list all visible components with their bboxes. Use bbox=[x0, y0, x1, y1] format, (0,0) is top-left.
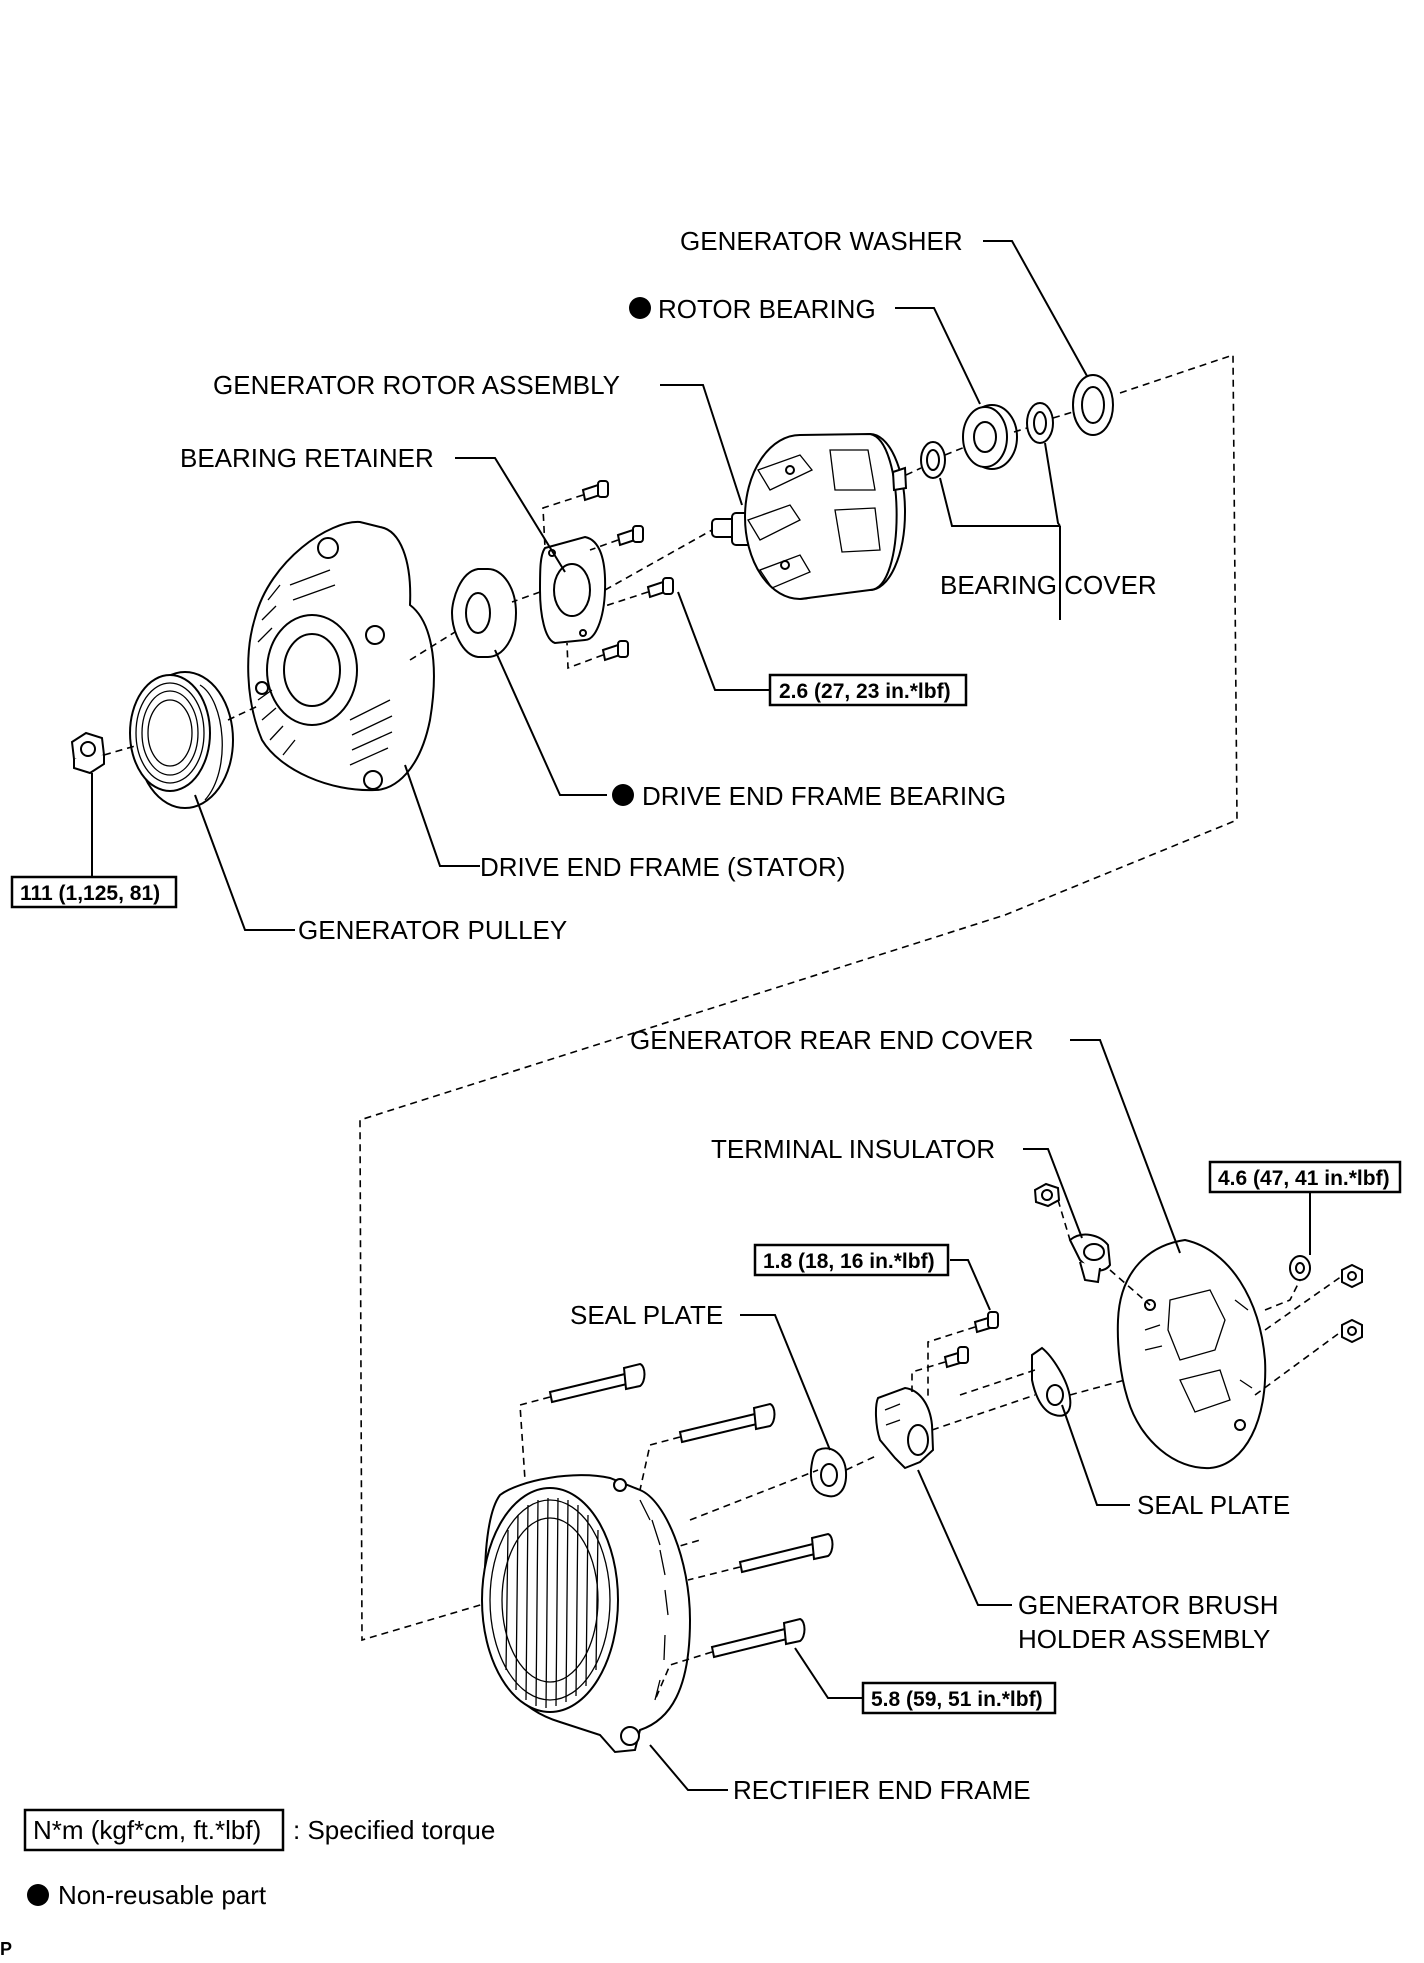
label-generator-rotor-assembly: GENERATOR ROTOR ASSEMBLY bbox=[213, 370, 620, 400]
torque-box-pulley bbox=[10, 875, 178, 909]
leader-retainer-torque bbox=[677, 591, 770, 691]
legend-torque-units: N*m (kgf*cm, ft.*lbf) bbox=[33, 1815, 261, 1845]
generator-washer-part bbox=[1072, 374, 1114, 436]
label-rectifier-end-frame: RECTIFIER END FRAME bbox=[733, 1775, 1031, 1805]
leader-rear-end-cover bbox=[1070, 1039, 1181, 1254]
torque-brush-holder-screw: 1.8 (18, 16 in.*lbf) bbox=[763, 1250, 935, 1273]
legend-torque-text: : Specified torque bbox=[293, 1815, 495, 1845]
drive-end-frame-part bbox=[247, 520, 435, 792]
leader-through-bolt-torque bbox=[794, 1647, 863, 1699]
leader-seal-plate-right bbox=[1061, 1404, 1130, 1506]
leader-pulley bbox=[194, 794, 295, 931]
leader-bearing-retainer bbox=[455, 457, 566, 573]
terminal-nut-part bbox=[1033, 1182, 1061, 1208]
rotor-axis-line bbox=[604, 411, 1074, 591]
label-rotor-bearing: ROTOR BEARING bbox=[658, 294, 876, 324]
torque-rear-cover-nut: 4.6 (47, 41 in.*lbf) bbox=[1218, 1167, 1390, 1190]
torque-box-through-bolt bbox=[861, 1681, 1057, 1715]
leader-drive-end-frame bbox=[404, 764, 480, 867]
lower-axis-lines bbox=[689, 1199, 1343, 1521]
label-drive-end-frame-bearing: DRIVE END FRAME BEARING bbox=[642, 781, 1006, 811]
retainer-screws-part bbox=[511, 480, 674, 670]
leader-drive-end-bearing bbox=[494, 649, 607, 796]
label-brush-holder-line2: HOLDER ASSEMBLY bbox=[1018, 1624, 1270, 1654]
label-bearing-cover: BEARING COVER bbox=[940, 570, 1157, 600]
label-drive-end-frame-stator: DRIVE END FRAME (STATOR) bbox=[480, 852, 845, 882]
drive-end-frame-bearing-part bbox=[450, 568, 517, 658]
brush-holder-screws-part bbox=[911, 1311, 999, 1400]
torque-retainer-screw: 2.6 (27, 23 in.*lbf) bbox=[779, 680, 951, 703]
torque-through-bolt: 5.8 (59, 51 in.*lbf) bbox=[871, 1688, 1043, 1711]
label-brush-holder-line1: GENERATOR BRUSH bbox=[1018, 1590, 1279, 1620]
legend-torque-box bbox=[23, 1808, 285, 1852]
label-bearing-retainer: BEARING RETAINER bbox=[180, 443, 434, 473]
leader-brush-holder bbox=[917, 1469, 1012, 1606]
pulley-nut-part bbox=[70, 731, 106, 775]
leader-rectifier-end-frame bbox=[649, 1744, 728, 1791]
leader-rotor-assembly bbox=[660, 384, 743, 506]
label-seal-plate-right: SEAL PLATE bbox=[1137, 1490, 1290, 1520]
rear-end-cover-part bbox=[1116, 1238, 1267, 1470]
legend-nonreusable-dot bbox=[27, 1884, 49, 1906]
rectifier-end-frame-part bbox=[481, 1474, 692, 1754]
through-bolts-part bbox=[519, 1362, 834, 1701]
label-generator-pulley: GENERATOR PULLEY bbox=[298, 915, 567, 945]
leader-generator-washer bbox=[983, 240, 1088, 377]
rotor-bearing-part bbox=[962, 404, 1018, 470]
torque-pulley-nut: 111 (1,125, 81) bbox=[20, 882, 160, 905]
label-rear-end-cover: GENERATOR REAR END COVER bbox=[630, 1025, 1034, 1055]
seal-plate-right-part bbox=[1031, 1346, 1072, 1417]
label-generator-washer: GENERATOR WASHER bbox=[680, 226, 963, 256]
label-seal-plate-left: SEAL PLATE bbox=[570, 1300, 723, 1330]
pulley-axis-line bbox=[103, 631, 456, 756]
brush-holder-part bbox=[874, 1386, 935, 1470]
terminal-insulator-part bbox=[1068, 1233, 1112, 1284]
torque-box-rear-cover bbox=[1208, 1160, 1402, 1194]
corner-mark: P bbox=[0, 1939, 12, 1959]
leader-bearing-cover bbox=[939, 442, 1061, 620]
leader-seal-plate-left bbox=[740, 1314, 831, 1451]
bearing-cover-outer-part bbox=[1026, 402, 1054, 444]
torque-box-retainer bbox=[768, 673, 968, 707]
nonreusable-dot-drive-end-bearing bbox=[612, 784, 634, 806]
leader-rotor-bearing bbox=[895, 307, 981, 405]
legend-nonreusable-text: Non-reusable part bbox=[58, 1880, 267, 1910]
rear-cover-nuts-part bbox=[1289, 1255, 1363, 1344]
leader-terminal-insulator bbox=[1023, 1148, 1083, 1239]
assembly-dashed-outline bbox=[359, 353, 1238, 1642]
generator-pulley-part bbox=[129, 671, 234, 809]
nonreusable-dot-rotor-bearing bbox=[629, 297, 651, 319]
torque-box-brush-screw bbox=[753, 1243, 950, 1277]
seal-plate-left-part bbox=[809, 1447, 848, 1498]
bearing-retainer-part bbox=[538, 535, 607, 645]
generator-rotor-assembly-part bbox=[711, 432, 908, 600]
leader-brush-screw-torque bbox=[950, 1259, 991, 1311]
label-terminal-insulator: TERMINAL INSULATOR bbox=[711, 1134, 995, 1164]
bearing-cover-inner-part bbox=[920, 441, 946, 479]
